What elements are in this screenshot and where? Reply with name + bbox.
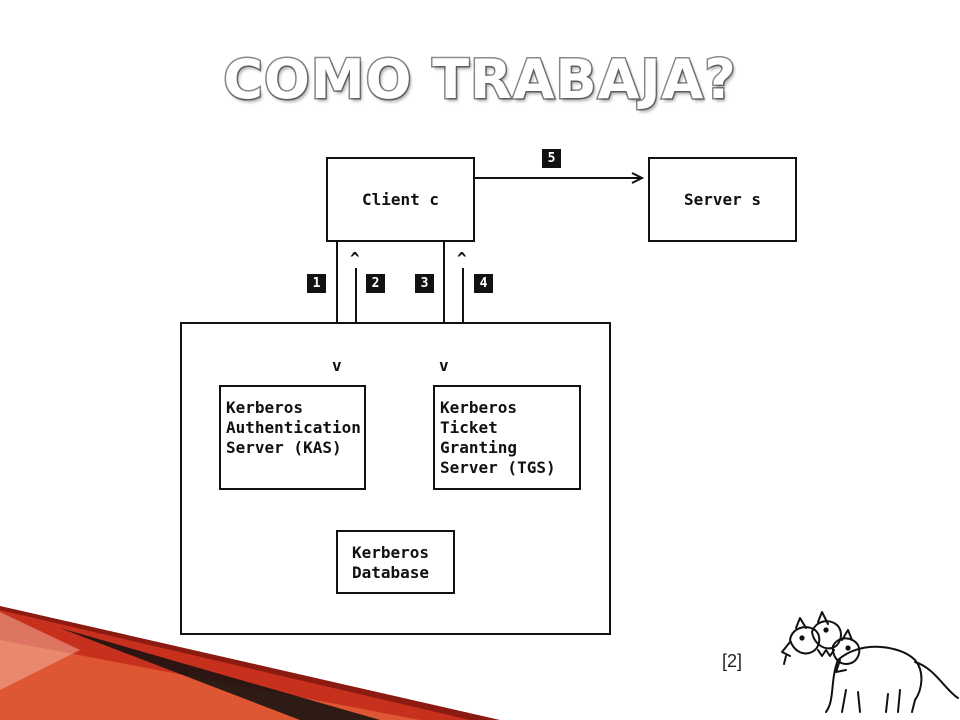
kas-box: Kerberos Authentication Server (KAS) (219, 385, 366, 490)
step-badge-5: 5 (542, 149, 561, 168)
step-badge-4: 4 (474, 274, 493, 293)
kas-label: Kerberos Authentication Server (KAS) (226, 398, 361, 457)
tgs-box: Kerberos Ticket Granting Server (TGS) (433, 385, 581, 490)
reference-citation: [2] (722, 651, 743, 671)
slide-title: COMO TRABAJA? (222, 47, 737, 113)
step-badge-3: 3 (415, 274, 434, 293)
tgs-label: Kerberos Ticket Granting Server (TGS) (440, 398, 556, 477)
step-badge-2: 2 (366, 274, 385, 293)
down-arrow-glyph-1: v (332, 356, 342, 375)
up-arrow-glyph-4: ^ (457, 249, 467, 268)
database-box: Kerberos Database (336, 530, 455, 594)
client-box: Client c (326, 157, 475, 242)
step-badge-1: 1 (307, 274, 326, 293)
client-label: Client c (362, 190, 440, 209)
server-box: Server s (648, 157, 797, 242)
database-label: Kerberos Database (352, 543, 430, 582)
up-arrow-glyph-2: ^ (350, 249, 360, 268)
down-arrow-glyph-3: v (439, 356, 449, 375)
server-label: Server s (684, 190, 762, 209)
